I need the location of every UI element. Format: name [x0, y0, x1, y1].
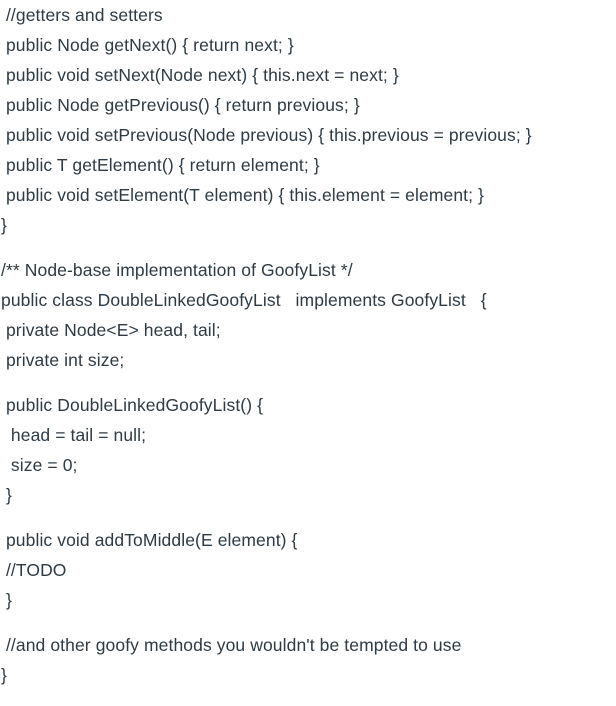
- code-line: }: [1, 485, 12, 505]
- code-line: public void setPrevious(Node previous) {…: [1, 125, 532, 145]
- code-line: //getters and setters: [1, 5, 163, 25]
- code-line: public T getElement() { return element; …: [1, 155, 320, 175]
- code-paragraph: //getters and setters public Node getNex…: [1, 0, 616, 240]
- code-line: head = tail = null;: [1, 425, 147, 445]
- code-paragraph: /** Node-base implementation of GoofyLis…: [1, 255, 616, 375]
- code-line: //TODO: [1, 560, 67, 580]
- code-line: //and other goofy methods you wouldn't b…: [1, 635, 462, 655]
- code-line: public class DoubleLinkedGoofyList imple…: [1, 290, 487, 310]
- code-line: }: [1, 215, 7, 235]
- code-paragraph: public void addToMiddle(E element) { //T…: [1, 525, 616, 615]
- code-line: public DoubleLinkedGoofyList() {: [1, 395, 264, 415]
- code-line: }: [1, 590, 12, 610]
- code-line: }: [1, 665, 7, 685]
- code-line: public void setElement(T element) { this…: [1, 185, 484, 205]
- code-paragraph: public DoubleLinkedGoofyList() { head = …: [1, 390, 616, 510]
- code-paragraph: //and other goofy methods you wouldn't b…: [1, 630, 616, 690]
- code-block: //getters and setters public Node getNex…: [1, 0, 616, 690]
- code-line: public Node getPrevious() { return previ…: [1, 95, 360, 115]
- code-line: private Node<E> head, tail;: [1, 320, 221, 340]
- code-line: public void setNext(Node next) { this.ne…: [1, 65, 399, 85]
- code-line: public void addToMiddle(E element) {: [1, 530, 298, 550]
- code-line: public Node getNext() { return next; }: [1, 35, 294, 55]
- code-line: size = 0;: [1, 455, 78, 475]
- code-line: private int size;: [1, 350, 125, 370]
- code-line: /** Node-base implementation of GoofyLis…: [1, 260, 353, 280]
